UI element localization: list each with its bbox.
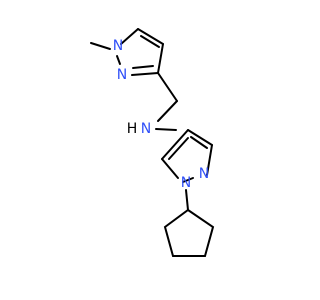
bond-n-cyclopentyl bbox=[185, 189, 189, 211]
structure-svg: N N N H N N bbox=[90, 28, 215, 257]
bond-bot-c3-c4-double bbox=[168, 137, 189, 160]
bond-top-c5-c4-double bbox=[140, 35, 160, 48]
atom-n-top-1: N bbox=[113, 38, 123, 54]
atom-n-bottom-2: N bbox=[199, 166, 209, 182]
bond-top-c4-c3 bbox=[157, 43, 164, 74]
cyclopentyl-ring bbox=[163, 208, 215, 257]
bond-ch2-nh bbox=[157, 100, 178, 122]
bond-top-n2-n1 bbox=[116, 55, 121, 65]
bond-bot-c4-c5 bbox=[187, 129, 213, 146]
bond-bot-c4-c5-double bbox=[190, 136, 208, 149]
bond-top-c3-n2 bbox=[131, 72, 159, 76]
bond-methyl bbox=[90, 42, 111, 50]
bond-bot-n2-c3 bbox=[161, 158, 179, 179]
atom-n-bottom-1: N bbox=[181, 175, 191, 191]
bond-c3-ch2 bbox=[157, 72, 178, 102]
bond-top-c5-c4 bbox=[137, 28, 164, 45]
bond-top-n1-c5 bbox=[120, 28, 139, 45]
bond-bot-n1-n2 bbox=[182, 177, 194, 183]
bond-bot-c5-n1 bbox=[206, 144, 213, 176]
atom-n-top-2: N bbox=[117, 67, 127, 83]
bond-nh-c4 bbox=[155, 128, 177, 131]
molecule-diagram: N N N H N N bbox=[90, 28, 215, 257]
atom-h-amine: H bbox=[127, 121, 138, 137]
bond-top-c3-n2-double bbox=[132, 65, 154, 69]
bond-bot-c3-c4 bbox=[161, 129, 189, 160]
atom-n-amine: N bbox=[141, 121, 151, 137]
